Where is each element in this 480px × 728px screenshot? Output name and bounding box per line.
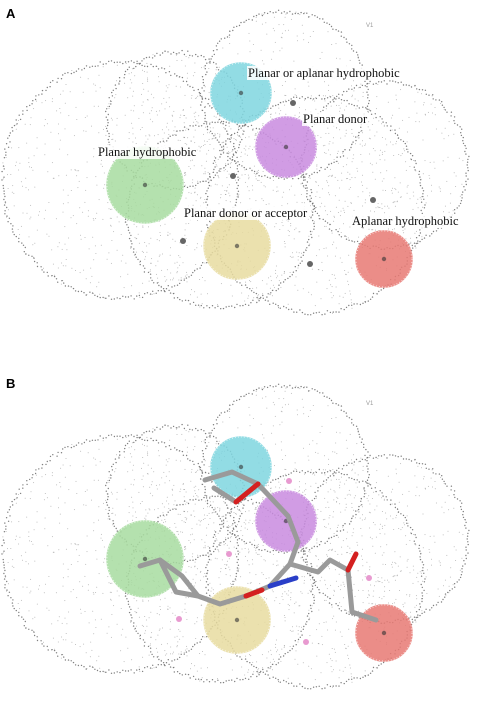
panel-b-site-marker-2: [226, 551, 232, 557]
pharmacophore-cloud-a: [1, 9, 470, 316]
panel-b-site-marker-4: [176, 616, 182, 622]
ligand-oxygen-3: [243, 587, 265, 599]
panel-a-sphere-aplanar-hydrophobic: [355, 230, 413, 288]
label-aplanar-hydrophobic: Aplanar hydrophobic: [351, 214, 460, 228]
panel-b-sphere-planar-hydrophobic: [106, 520, 184, 598]
panel-b-sphere-aplanar-hydrophobic: [355, 604, 413, 662]
panel-a-site-marker-4: [180, 238, 186, 244]
volume-label-a: V1: [366, 23, 374, 29]
panel-a-letter: A: [6, 6, 16, 21]
ligand-oxygen-1: [233, 481, 261, 505]
panel-b-site-marker-3: [366, 575, 372, 581]
panel-b-sphere-planar-donor: [255, 490, 317, 552]
panel-a-site-marker-2: [230, 173, 236, 179]
label-planar-donor-or-acceptor: Planar donor or acceptor: [183, 206, 309, 220]
label-planar-hydrophobic: Planar hydrophobic: [97, 145, 198, 159]
panel-b-site-marker-1: [286, 478, 292, 484]
panel-a-sphere-planar-donor: [255, 116, 317, 178]
panel-a-sphere-planar-donor-or-acceptor: [203, 212, 271, 280]
label-planar-or-aplanar-hydrophobic: Planar or aplanar hydrophobic: [247, 66, 401, 80]
ligand-carbon-bond-6: [157, 557, 201, 599]
ligand-carbon-bond-5: [137, 557, 249, 607]
ligand-carbon-bond-3: [287, 557, 379, 623]
panel-a-site-marker-1: [290, 100, 296, 106]
panel-a: A V1 Planar or aplanar hydrophobic Plana…: [0, 0, 480, 350]
panel-b-letter: B: [6, 376, 16, 391]
ligand-stick-model: [137, 469, 379, 623]
panel-a-site-marker-3: [370, 197, 376, 203]
panel-b: B V1: [0, 364, 480, 728]
label-planar-donor: Planar donor: [302, 112, 369, 126]
panel-a-site-marker-5: [307, 261, 313, 267]
volume-label-b: V1: [366, 401, 374, 407]
ligand-carbon-bond-1: [202, 469, 301, 567]
panel-a-sphere-planar-hydrophobic: [106, 146, 184, 224]
pharmacophore-cloud-b: [1, 383, 470, 690]
ligand-oxygen-2: [345, 551, 359, 573]
ligand-nitrogen: [267, 575, 299, 589]
panel-b-site-marker-5: [303, 639, 309, 645]
